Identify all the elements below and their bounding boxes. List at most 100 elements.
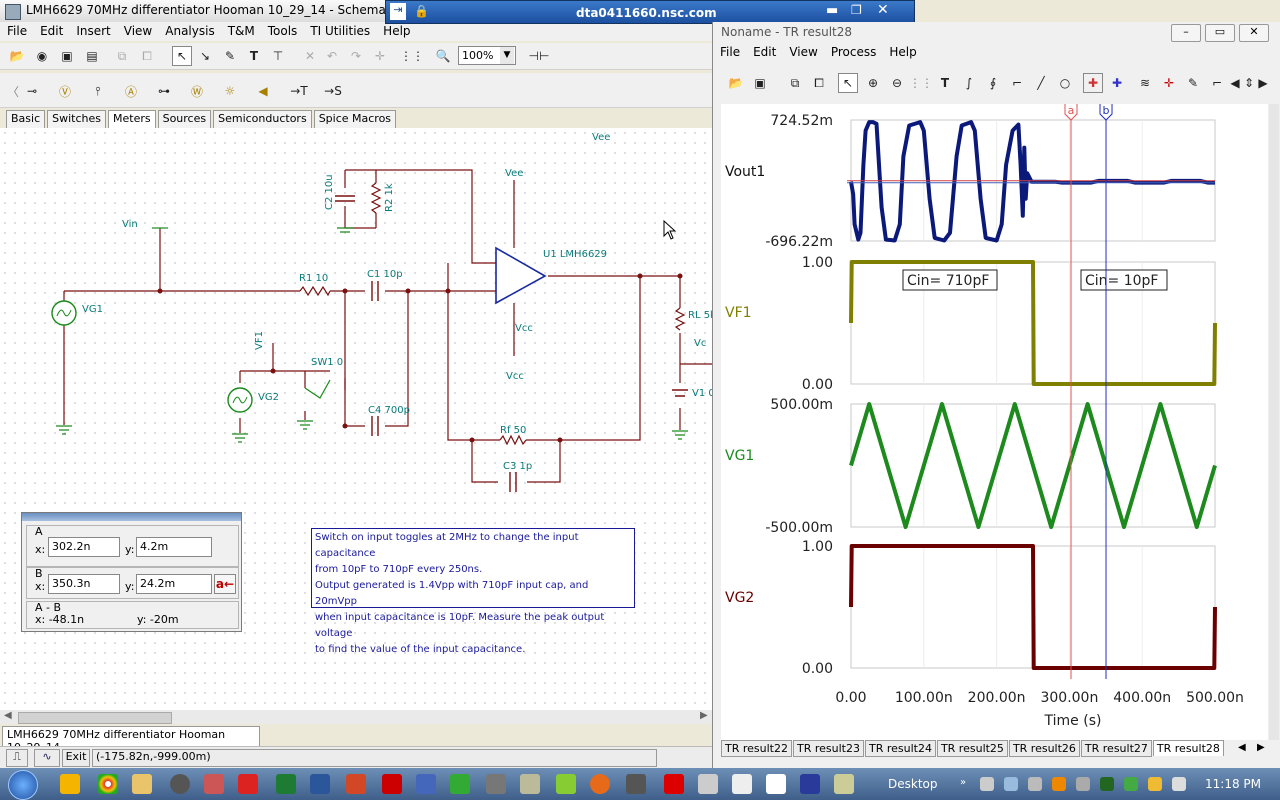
scroll-left-icon[interactable]: 〈: [6, 84, 19, 99]
wave-icon[interactable]: ≋: [1139, 76, 1151, 90]
tab-tr-result26[interactable]: TR result26: [1008, 740, 1080, 757]
ti-icon[interactable]: [382, 774, 402, 794]
tray-icon[interactable]: [980, 777, 994, 791]
move-icon[interactable]: ✛: [374, 49, 386, 63]
delete-icon[interactable]: ✕: [304, 49, 316, 63]
component-icon[interactable]: ⊣⊢: [528, 49, 550, 63]
tray-icon[interactable]: [1052, 777, 1066, 791]
tab-tr-result23[interactable]: TR result23: [792, 740, 864, 757]
open-icon[interactable]: 📂: [728, 76, 744, 90]
start-button[interactable]: [8, 770, 38, 800]
schematic-canvas[interactable]: Vee Vee Vin VG1 VG2 VF1 C2 10u R2 1k R1 …: [0, 128, 712, 710]
web-icon[interactable]: ◉: [36, 49, 48, 63]
scroll-thumb[interactable]: [18, 712, 172, 724]
tab-scroll-right-icon[interactable]: ▶: [1257, 742, 1265, 753]
leaf-icon[interactable]: [556, 774, 576, 794]
notes-icon[interactable]: [732, 774, 752, 794]
select-arrow-icon[interactable]: ↖: [172, 46, 192, 66]
shell-icon[interactable]: [834, 774, 854, 794]
menu-tools[interactable]: Tools: [267, 24, 298, 38]
cursor-a-x-field[interactable]: 302.2n: [48, 537, 120, 557]
scroll-left-arrow-icon[interactable]: ◀: [4, 710, 12, 721]
undo-icon[interactable]: ↶: [326, 49, 338, 63]
line-icon[interactable]: ╱: [1037, 76, 1045, 90]
redo-icon[interactable]: ↷: [350, 49, 362, 63]
copy-icon[interactable]: ⧉: [117, 48, 127, 63]
circle-icon[interactable]: ○: [1059, 76, 1071, 90]
tray-icon[interactable]: [1028, 777, 1042, 791]
menu-file[interactable]: File: [7, 24, 28, 38]
tray-icon[interactable]: [1148, 777, 1162, 791]
result-menu-view[interactable]: View: [789, 45, 818, 59]
pin-icon[interactable]: ⫯: [95, 83, 101, 98]
open-icon[interactable]: 📂: [9, 49, 25, 63]
menu-analysis[interactable]: Analysis: [165, 24, 215, 38]
wattmeter-icon[interactable]: Ⓦ: [190, 84, 203, 99]
pin-icon[interactable]: ⇥: [390, 3, 406, 20]
copy-icon[interactable]: ⧉: [790, 75, 800, 90]
select-arrow-icon[interactable]: ↖: [838, 73, 858, 93]
tab-tr-result25[interactable]: TR result25: [936, 740, 1008, 757]
tray-icon[interactable]: [1100, 777, 1114, 791]
paste-icon[interactable]: ⧠: [142, 48, 152, 63]
clapboard-icon[interactable]: [520, 774, 540, 794]
save-icon[interactable]: ▣: [754, 76, 766, 90]
graph-icon[interactable]: [766, 774, 786, 794]
tab-basic[interactable]: Basic: [6, 110, 46, 128]
pdf-icon[interactable]: [238, 774, 258, 794]
menu-view[interactable]: View: [123, 24, 153, 38]
scroll-right-arrow-icon[interactable]: ▶: [700, 710, 708, 721]
calc-icon[interactable]: [486, 774, 506, 794]
switch-probe-icon[interactable]: →S: [324, 84, 342, 98]
paste-icon[interactable]: ⧠: [814, 75, 824, 90]
tray-icon[interactable]: [1004, 777, 1018, 791]
result-menu-edit[interactable]: Edit: [753, 45, 777, 59]
visio-icon[interactable]: [416, 774, 436, 794]
tab-tr-result27[interactable]: TR result27: [1080, 740, 1152, 757]
minimize-icon[interactable]: ▬: [826, 3, 839, 18]
zoom-in-icon[interactable]: ⊕: [867, 76, 879, 90]
word-icon[interactable]: [310, 774, 330, 794]
folder-icon[interactable]: [132, 774, 152, 794]
text-icon[interactable]: T: [249, 49, 259, 63]
menu-tm[interactable]: T&M: [227, 24, 255, 38]
menu-ti-utilities[interactable]: TI Utilities: [310, 24, 371, 38]
menu-insert[interactable]: Insert: [76, 24, 111, 38]
grid-icon[interactable]: ⋮⋮: [909, 76, 933, 90]
zoom-select[interactable]: 100% ▼: [458, 46, 516, 65]
result-menu-file[interactable]: File: [720, 45, 741, 59]
taskbar-app-icon[interactable]: [60, 774, 80, 794]
minimize-button[interactable]: –: [1171, 24, 1201, 42]
maximize-button[interactable]: ▭: [1205, 24, 1235, 42]
n-app-icon[interactable]: [800, 774, 820, 794]
cursor-a-icon[interactable]: ✚: [1083, 73, 1103, 93]
text-icon[interactable]: T: [940, 76, 950, 90]
restore-icon[interactable]: ❐: [851, 3, 862, 17]
cursor-b-x-field[interactable]: 350.3n: [48, 574, 120, 594]
close-button[interactable]: ✕: [1239, 24, 1269, 42]
probe-icon[interactable]: ⊸: [26, 84, 38, 98]
step-icon[interactable]: ⌐: [1011, 76, 1023, 90]
grid-icon[interactable]: ⋮⋮: [400, 49, 424, 63]
zoom-out-icon[interactable]: ⊖: [891, 76, 903, 90]
arrow-right-icon[interactable]: ▶: [1258, 76, 1268, 90]
add-marker-icon[interactable]: ✛: [1163, 76, 1175, 90]
tab-sources[interactable]: Sources: [157, 110, 212, 128]
tab-scroll-left-icon[interactable]: ◀: [1238, 742, 1246, 753]
tab-tr-result24[interactable]: TR result24: [864, 740, 936, 757]
paint-icon[interactable]: [204, 774, 224, 794]
chevron-icon[interactable]: »: [960, 777, 967, 788]
arrow-updown-icon[interactable]: ⇕: [1243, 76, 1255, 90]
chrome-icon[interactable]: [98, 774, 118, 794]
cursor-b-y-field[interactable]: 24.2m: [136, 574, 212, 594]
zoom-icon[interactable]: 🔍: [435, 49, 451, 63]
window-icon[interactable]: [698, 774, 718, 794]
ammeter-icon[interactable]: Ⓐ: [124, 84, 137, 99]
pencil-icon[interactable]: ✎: [224, 49, 236, 63]
firefox-icon[interactable]: [590, 774, 610, 794]
tab-semiconductors[interactable]: Semiconductors: [213, 110, 312, 128]
tab-meters[interactable]: Meters: [108, 110, 156, 128]
speaker-icon[interactable]: ◀: [258, 84, 268, 98]
tab-tr-result28[interactable]: TR result28: [1152, 740, 1224, 756]
